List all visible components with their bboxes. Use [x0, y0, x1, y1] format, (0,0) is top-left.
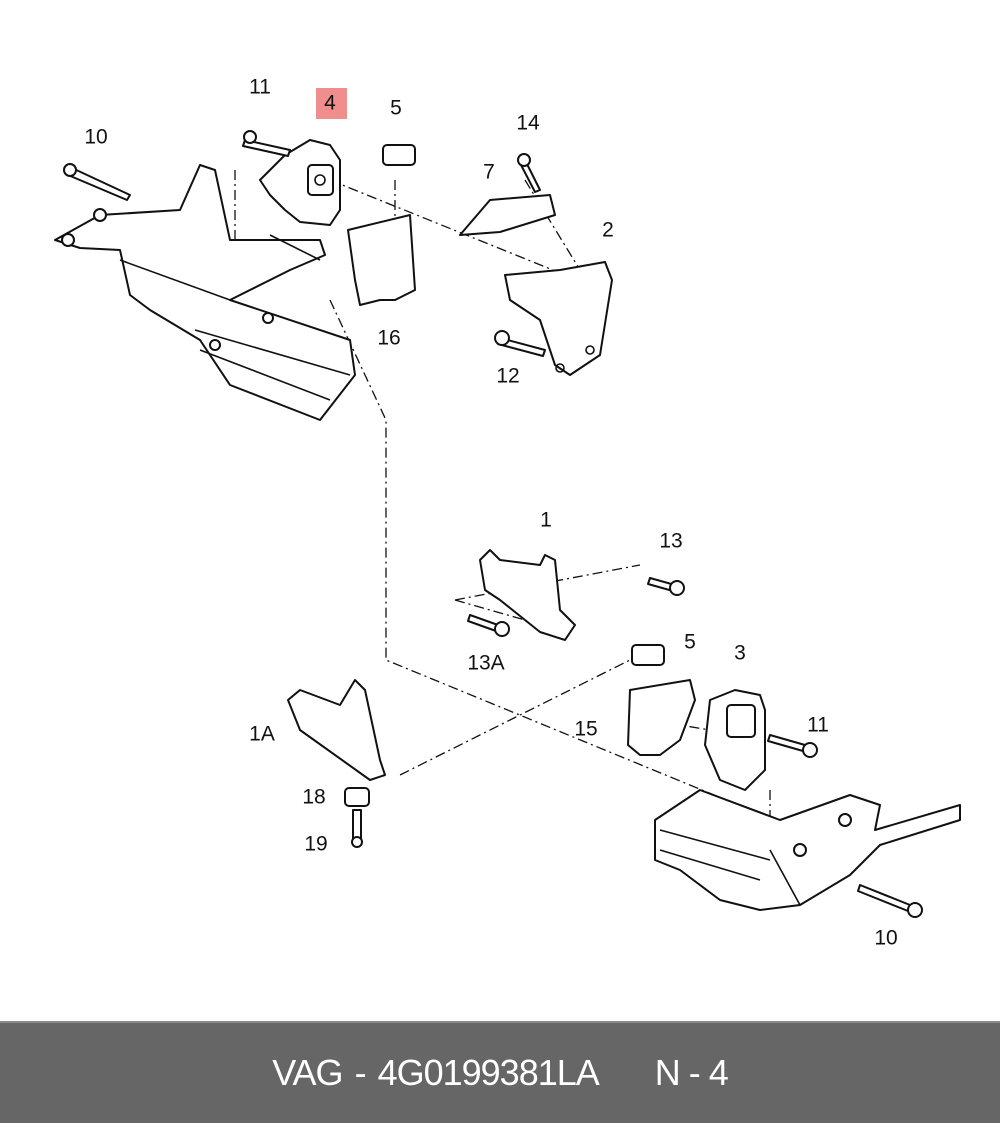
callout-4-highlighted: 4 [324, 91, 336, 115]
callout-5-lower: 5 [684, 630, 696, 654]
callout-3: 3 [734, 641, 746, 665]
diagram-drawing [54, 130, 961, 918]
bracket-2 [504, 261, 613, 376]
callout-10-lower: 10 [874, 926, 898, 950]
callout-5: 5 [390, 96, 402, 120]
callout-1: 1 [540, 508, 552, 532]
highlight-marker-4 [316, 88, 347, 119]
callout-7: 7 [483, 160, 495, 184]
heat-shield-7 [459, 194, 556, 236]
parts-diagram: 11 4 5 10 14 7 2 16 12 1 13 5 3 13A 1A 1… [54, 75, 961, 950]
part-number-footer: VAG - 4G0199381LA N - 4 [0, 1021, 1000, 1123]
engine-mount-4 [242, 130, 341, 226]
cap-5-bottom [631, 644, 665, 666]
subframe-front [54, 163, 356, 421]
callout-16: 16 [377, 326, 401, 350]
bracket-15 [627, 679, 696, 756]
callout-14: 14 [516, 111, 540, 135]
position-label: N - 4 [654, 1052, 729, 1093]
cap-5-top [382, 144, 416, 166]
callout-10: 10 [84, 125, 108, 149]
callout-12: 12 [496, 364, 520, 388]
bushing-18 [344, 787, 370, 807]
callout-13: 13 [659, 529, 683, 553]
torque-arm-1A [287, 679, 386, 781]
callout-2: 2 [602, 218, 614, 242]
part-number: 4G0199381LA [377, 1052, 600, 1093]
callout-15: 15 [574, 717, 598, 741]
callout-19: 19 [304, 832, 328, 856]
separator: - [354, 1052, 367, 1093]
brand-label: VAG [272, 1052, 343, 1093]
subframe-rear [654, 789, 961, 918]
callout-11: 11 [249, 75, 271, 99]
callout-11-lower: 11 [807, 713, 829, 737]
bolt-19 [351, 836, 363, 848]
bracket-1 [479, 549, 576, 641]
callout-1A: 1A [249, 722, 275, 746]
bracket-16 [347, 214, 416, 306]
callout-18: 18 [302, 785, 326, 809]
callout-13A: 13A [467, 651, 505, 675]
